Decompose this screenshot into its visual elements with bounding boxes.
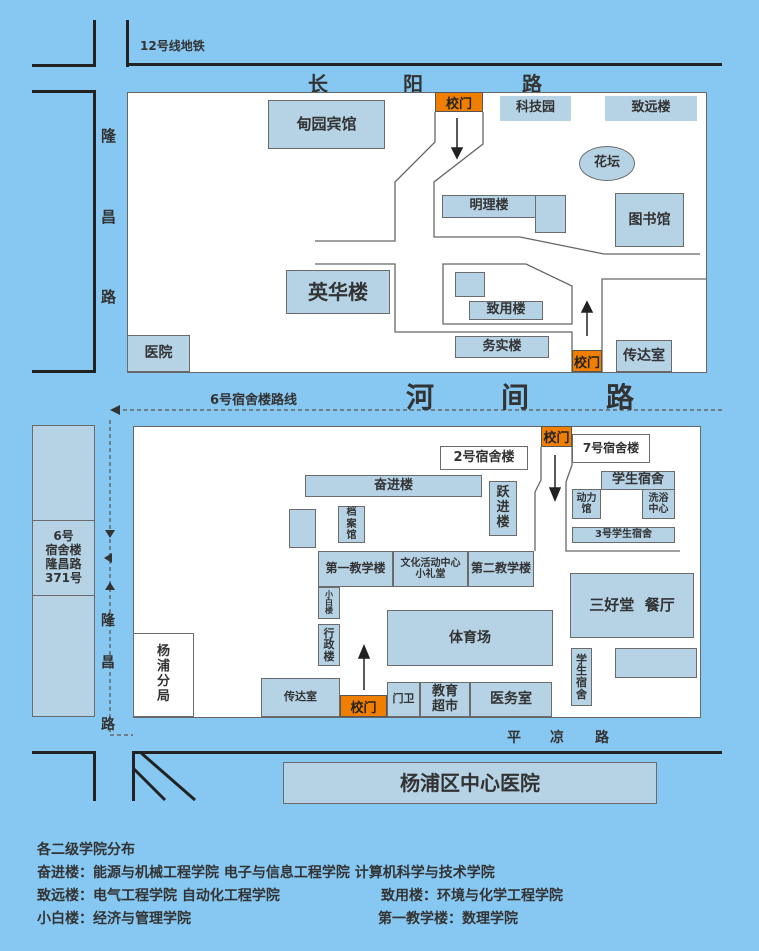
building-dorm3: 3号学生宿舍 <box>572 527 675 543</box>
building-market: 教育 超市 <box>420 682 470 717</box>
road-edge <box>126 63 722 66</box>
building-stadium: 体育场 <box>387 610 553 666</box>
road-changyang: 长 <box>308 72 328 96</box>
road-pingliang: 平 <box>507 730 521 746</box>
road-hejian: 路 <box>606 381 635 414</box>
building-small <box>455 272 485 297</box>
building-police: 杨 浦 分 局 <box>133 633 194 717</box>
road-edge <box>93 751 96 801</box>
legend-line: 致远楼：电气工程学院 自动化工程学院 <box>37 888 280 904</box>
north-gate-top[interactable]: 校门 <box>435 92 483 112</box>
building-unlabeled <box>289 509 316 548</box>
road-hejian: 间 <box>501 381 530 414</box>
building-dianyuan-hotel: 甸园宾馆 <box>268 100 385 149</box>
road-edge <box>32 370 96 373</box>
building-wushi: 务实楼 <box>455 336 549 358</box>
building-zhiyong: 致用楼 <box>469 301 543 320</box>
building-library: 图书馆 <box>615 193 684 247</box>
road-edge <box>132 751 722 754</box>
road-longchang: 隆 <box>101 613 115 629</box>
building-bath: 洗浴 中心 <box>642 489 675 519</box>
building-reception-north: 传达室 <box>616 340 672 372</box>
road-longchang: 昌 <box>101 208 117 226</box>
road-longchang: 隆 <box>101 127 117 145</box>
building-kejiyuan: 科技园 <box>500 96 571 121</box>
building-fenjin: 奋进楼 <box>305 475 482 497</box>
building-archive: 档 案 馆 <box>338 506 365 543</box>
dorm6-label: 6号 宿舍楼 隆昌路 371号 <box>32 520 95 596</box>
building-admin: 行 政 楼 <box>318 624 340 666</box>
building-guard: 门卫 <box>387 682 420 717</box>
road-edge <box>32 64 96 67</box>
flower-bed: 花坛 <box>579 146 635 181</box>
central-hospital: 杨浦区中心医院 <box>283 762 657 804</box>
legend-line: 第一教学楼：数理学院 <box>378 911 518 927</box>
legend-title: 各二级学院分布 <box>37 842 135 858</box>
building-dorm2: 2号宿舍楼 <box>440 446 528 470</box>
building-unlabeled-2 <box>615 648 697 678</box>
road-edge <box>126 20 129 67</box>
legend-line: 小白楼：经济与管理学院 <box>37 911 191 927</box>
building-teach1: 第一教学楼 <box>318 551 393 587</box>
building-xiaobai: 小 白 楼 <box>318 587 340 619</box>
south-gate-bottom[interactable]: 校门 <box>340 695 387 717</box>
building-clinic: 医务室 <box>470 682 552 717</box>
building-canteen: 三好堂 餐厅 <box>570 573 694 638</box>
south-gate-top[interactable]: 校门 <box>541 426 572 447</box>
legend-line: 奋进楼：能源与机械工程学院 电子与信息工程学院 计算机科学与技术学院 <box>37 865 495 881</box>
north-campus <box>127 92 707 373</box>
building-student-dorm-2: 学 生 宿 舍 <box>571 648 592 706</box>
road-changyang: 阳 <box>403 72 423 96</box>
building-yinghua: 英华楼 <box>286 270 390 314</box>
building-mingli: 明理楼 <box>442 195 536 218</box>
building-student-dorm: 学生宿舍 <box>601 471 675 490</box>
road-pingliang: 路 <box>595 730 609 746</box>
legend-line: 致用楼：环境与化学工程学院 <box>381 888 563 904</box>
building-mingli-annex <box>535 195 566 233</box>
building-yuejin: 跃 进 楼 <box>489 481 517 536</box>
road-longchang: 昌 <box>101 655 115 671</box>
building-power: 动力 馆 <box>572 489 601 519</box>
road-edge <box>32 90 96 93</box>
road-edge <box>93 90 96 372</box>
building-reception-south: 传达室 <box>261 678 340 717</box>
road-longchang: 路 <box>101 717 115 733</box>
road-longchang: 路 <box>101 288 117 306</box>
building-teach2: 第二教学楼 <box>468 551 534 587</box>
road-pingliang: 凉 <box>550 730 564 746</box>
route-label: 6号宿舍楼路线 <box>210 393 298 408</box>
building-zhiyuan: 致远楼 <box>605 96 697 121</box>
road-hejian: 河 <box>406 381 435 414</box>
road-changyang: 路 <box>522 72 542 96</box>
building-culture-center: 文化活动中心 小礼堂 <box>393 551 468 587</box>
building-hospital: 医院 <box>127 335 190 372</box>
north-gate-bottom[interactable]: 校门 <box>572 350 602 372</box>
road-edge <box>132 751 135 801</box>
metro-label: 12号线地铁 <box>140 39 205 53</box>
road-edge <box>93 20 96 67</box>
building-dorm7: 7号宿舍楼 <box>572 434 650 463</box>
road-edge <box>32 751 96 754</box>
